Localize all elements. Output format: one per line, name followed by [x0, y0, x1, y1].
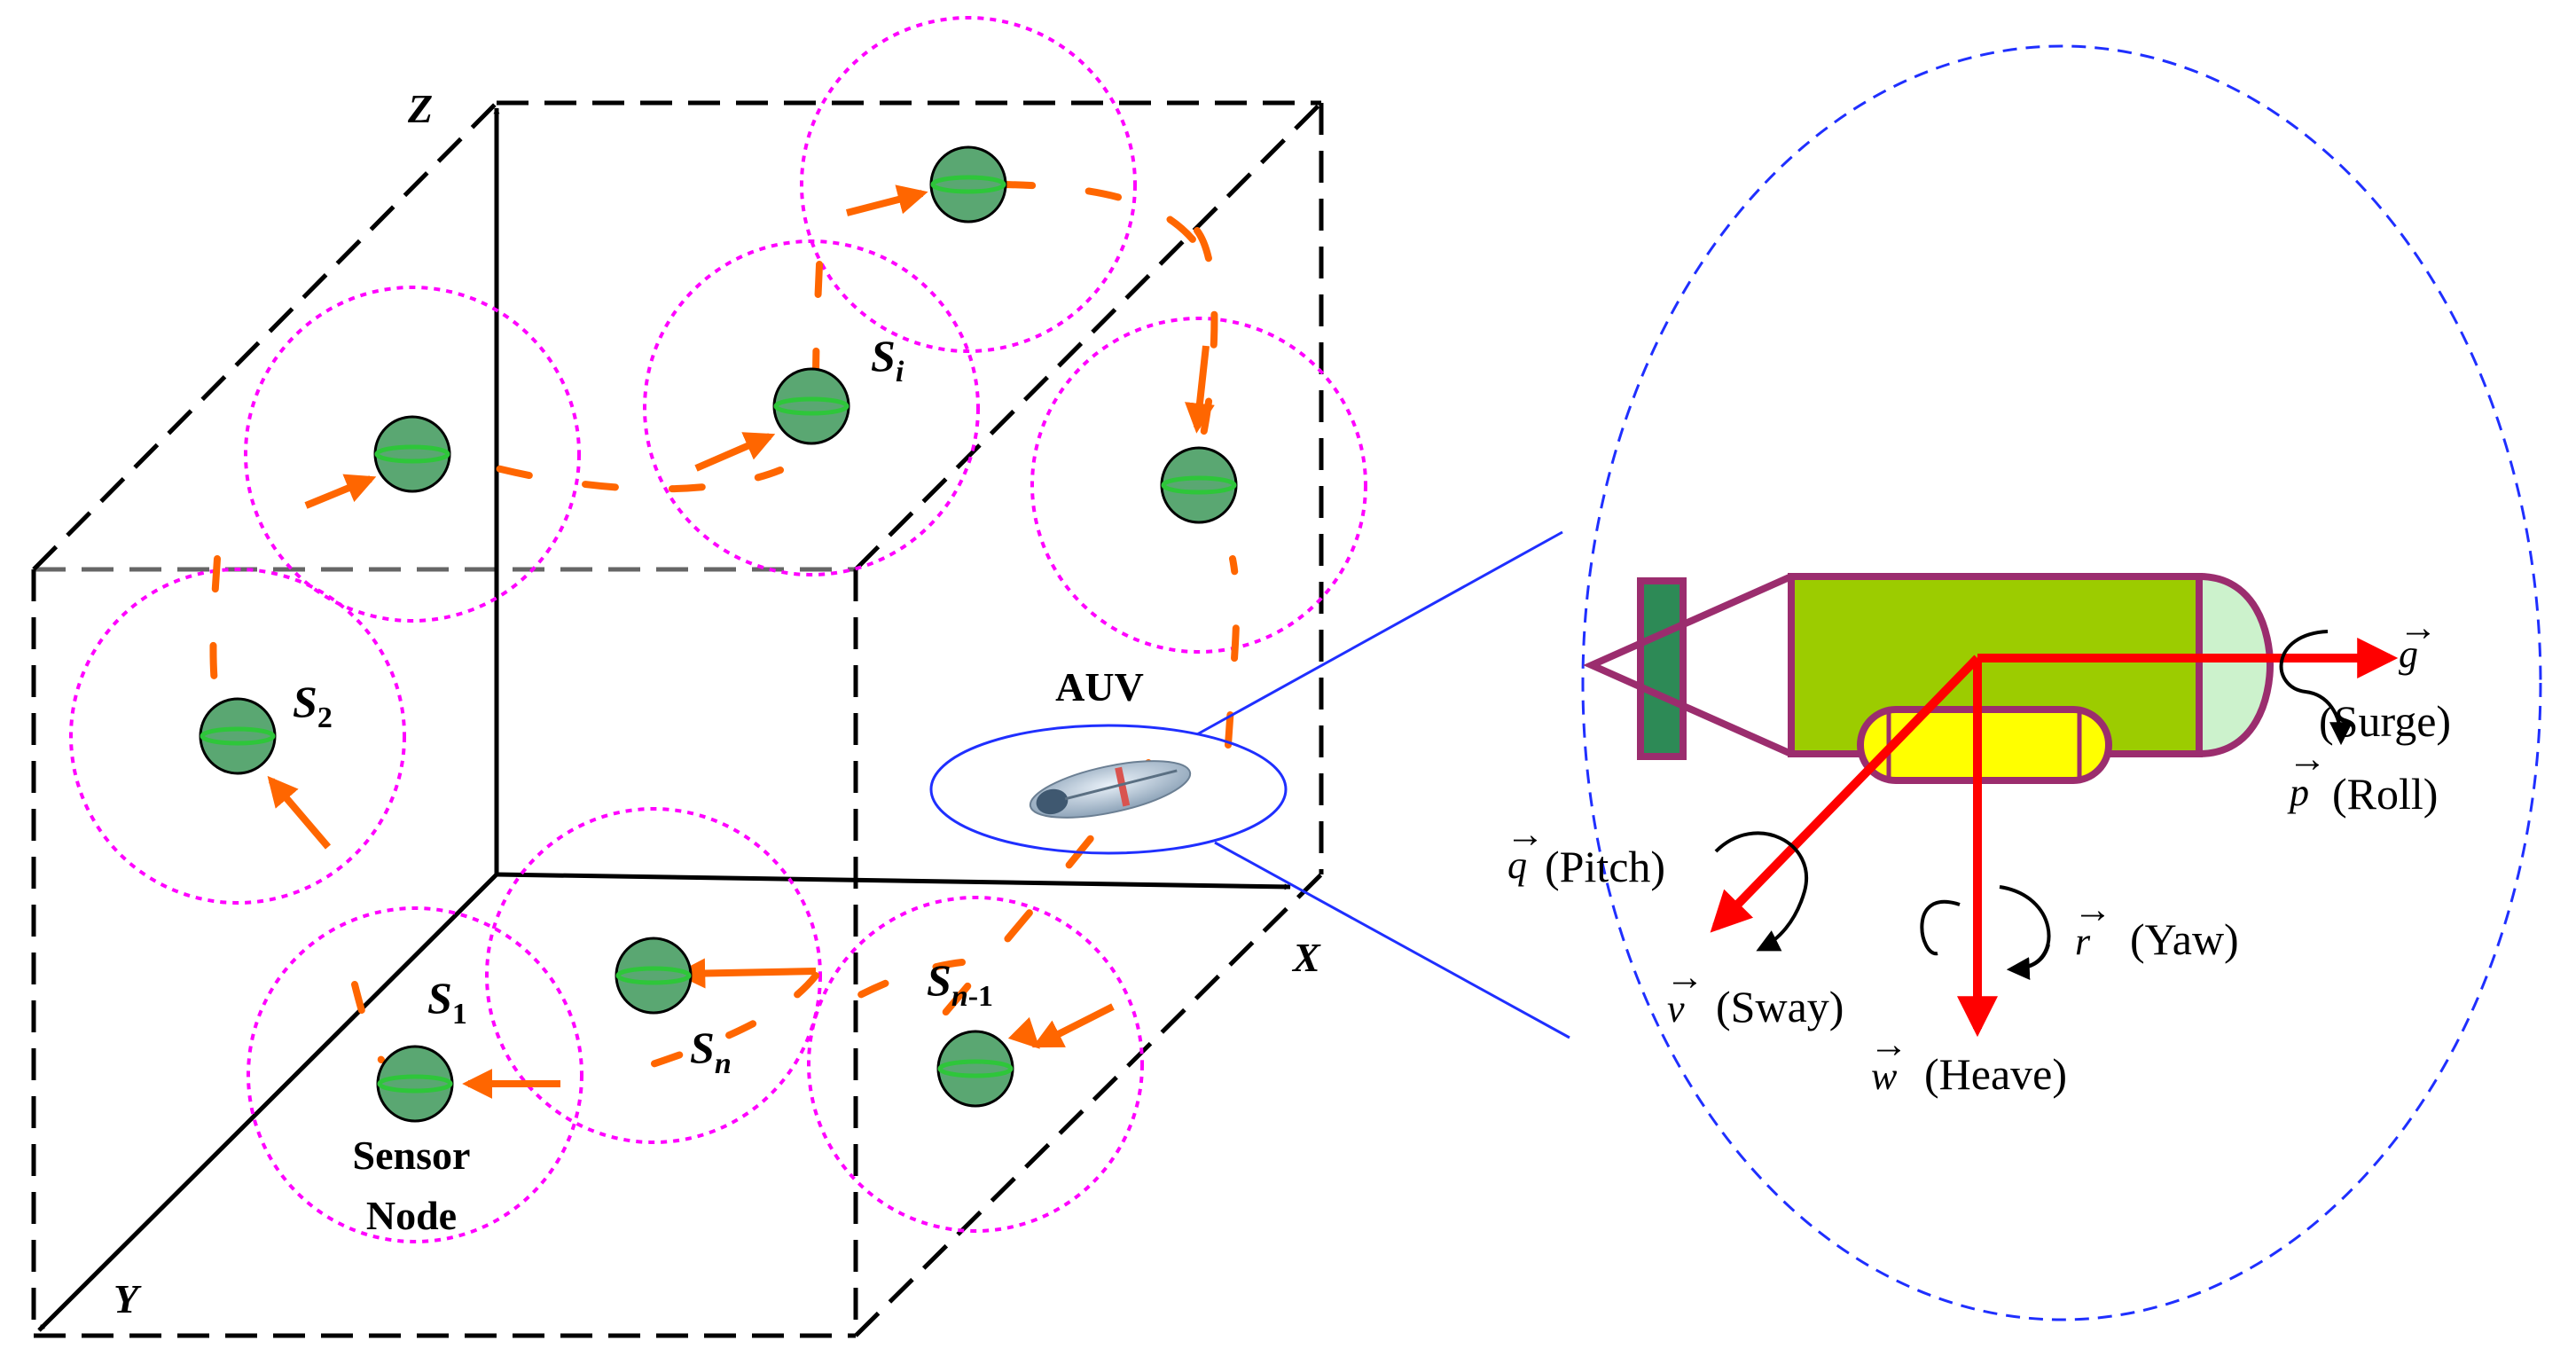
range-circle-top-left	[244, 286, 581, 623]
path-segment	[812, 227, 824, 385]
path-segment	[998, 181, 1196, 243]
path-segment	[413, 440, 784, 493]
rotation-arcs	[1714, 630, 2353, 981]
auv-label: AUV	[1055, 664, 1144, 710]
sensor-node-sn	[615, 937, 693, 1015]
pitch-arc	[1714, 831, 1808, 952]
yaw-symbol: r	[2075, 920, 2091, 963]
path-segment	[608, 972, 819, 1081]
sensor-node-label-line2: Node	[366, 1193, 457, 1238]
cube-edge-depth-top-left	[32, 101, 498, 571]
roll-symbol: p	[2287, 771, 2309, 814]
heave-symbol: w	[1871, 1054, 1898, 1098]
surge-text: (Surge)	[2319, 696, 2451, 746]
path-arrows	[267, 184, 1215, 1099]
cube-edge-depth-bottom-right	[854, 873, 1323, 1337]
sensor-node-s1	[376, 1045, 454, 1123]
path-segment	[1225, 555, 1241, 749]
sensor-node-right	[1160, 446, 1238, 524]
sensor-node-label-line1: Sensor	[353, 1133, 471, 1178]
yaw-vector-mark: →	[2073, 888, 2112, 931]
range-circle-right	[1030, 317, 1367, 654]
range-circle-sn	[485, 807, 822, 1144]
path-arrow	[304, 474, 377, 509]
node-label-si: Si	[871, 331, 904, 388]
sensor-node-top	[929, 145, 1007, 223]
sway-text: (Sway)	[1716, 982, 1844, 1031]
path-arrow	[1007, 1016, 1040, 1049]
pitch-text: (Pitch)	[1545, 842, 1665, 891]
pitch-symbol: q	[1507, 843, 1527, 887]
yaw-arc-head	[2006, 944, 2050, 981]
path-arrow	[1031, 1003, 1115, 1048]
sensor-node-top-left	[373, 415, 451, 493]
sway-vector-mark: →	[1665, 955, 1704, 999]
sensor-node-si	[772, 367, 850, 445]
dof-labels: g → (Surge) p → (Roll) q → (Pitch) v → (…	[1506, 606, 2451, 1099]
roll-vector-mark: →	[2288, 737, 2327, 780]
path-arrow	[267, 775, 332, 850]
node-label-sn1: Sn-1	[927, 955, 993, 1013]
cube-edge-depth-top-right	[854, 101, 1323, 571]
range-circle-s2	[69, 568, 406, 905]
yaw-text: (Yaw)	[2130, 914, 2239, 964]
pitch-vector-mark: →	[1506, 812, 1545, 856]
x-axis-label: X	[1291, 935, 1321, 980]
path-segment	[209, 555, 221, 704]
x-axis	[496, 872, 1291, 890]
path-segment	[843, 959, 966, 1006]
range-circle-top	[800, 16, 1137, 353]
range-circle-s1	[247, 906, 583, 1243]
surge-symbol: g	[2399, 632, 2418, 676]
sway-arrow	[1710, 655, 1981, 933]
heave-vector-mark: →	[1869, 1023, 1908, 1066]
node-label-sn: Sn	[690, 1023, 732, 1080]
y-axis	[37, 873, 498, 1332]
auv-image	[1029, 760, 1192, 819]
sensor-node-sn1	[936, 1030, 1014, 1108]
roll-arc	[2279, 630, 2353, 746]
y-axis-label: Y	[114, 1276, 142, 1321]
range-circle-sn1	[807, 896, 1144, 1233]
auv-schematic	[1583, 572, 2275, 784]
range-circles	[69, 16, 1367, 1243]
zoom-line-bottom	[1214, 841, 1570, 1039]
path-arrow	[1185, 345, 1215, 434]
path-arrow	[845, 184, 928, 216]
range-circle-si	[643, 239, 980, 576]
node-label-s2: S2	[293, 677, 333, 734]
heave-text: (Heave)	[1924, 1049, 2067, 1099]
path-segment	[351, 981, 385, 1063]
auv-nose	[2196, 572, 2275, 758]
cube	[31, 100, 1324, 1338]
axes	[37, 107, 1291, 1332]
roll-text: (Roll)	[2332, 769, 2438, 819]
auv-tail-cone	[1583, 573, 1793, 757]
auv-tail-fin	[1637, 577, 1687, 760]
z-axis-label: Z	[407, 86, 433, 131]
path-arrow	[694, 432, 776, 472]
zoom-ellipse	[1581, 44, 2542, 1321]
sensor-node-s2	[199, 697, 277, 775]
surge-vector-mark: →	[2399, 606, 2438, 649]
sensor-nodes	[199, 145, 1238, 1123]
node-label-s1: S1	[427, 973, 467, 1031]
auv-highlight-ellipse	[929, 724, 1288, 855]
sway-symbol: v	[1667, 987, 1685, 1031]
zoom-line-top	[1196, 530, 1563, 736]
yaw-arc	[1920, 885, 2051, 968]
auv-pod	[1857, 706, 2112, 784]
path-arrow	[675, 958, 817, 989]
dof-arrows	[1710, 638, 2399, 1038]
